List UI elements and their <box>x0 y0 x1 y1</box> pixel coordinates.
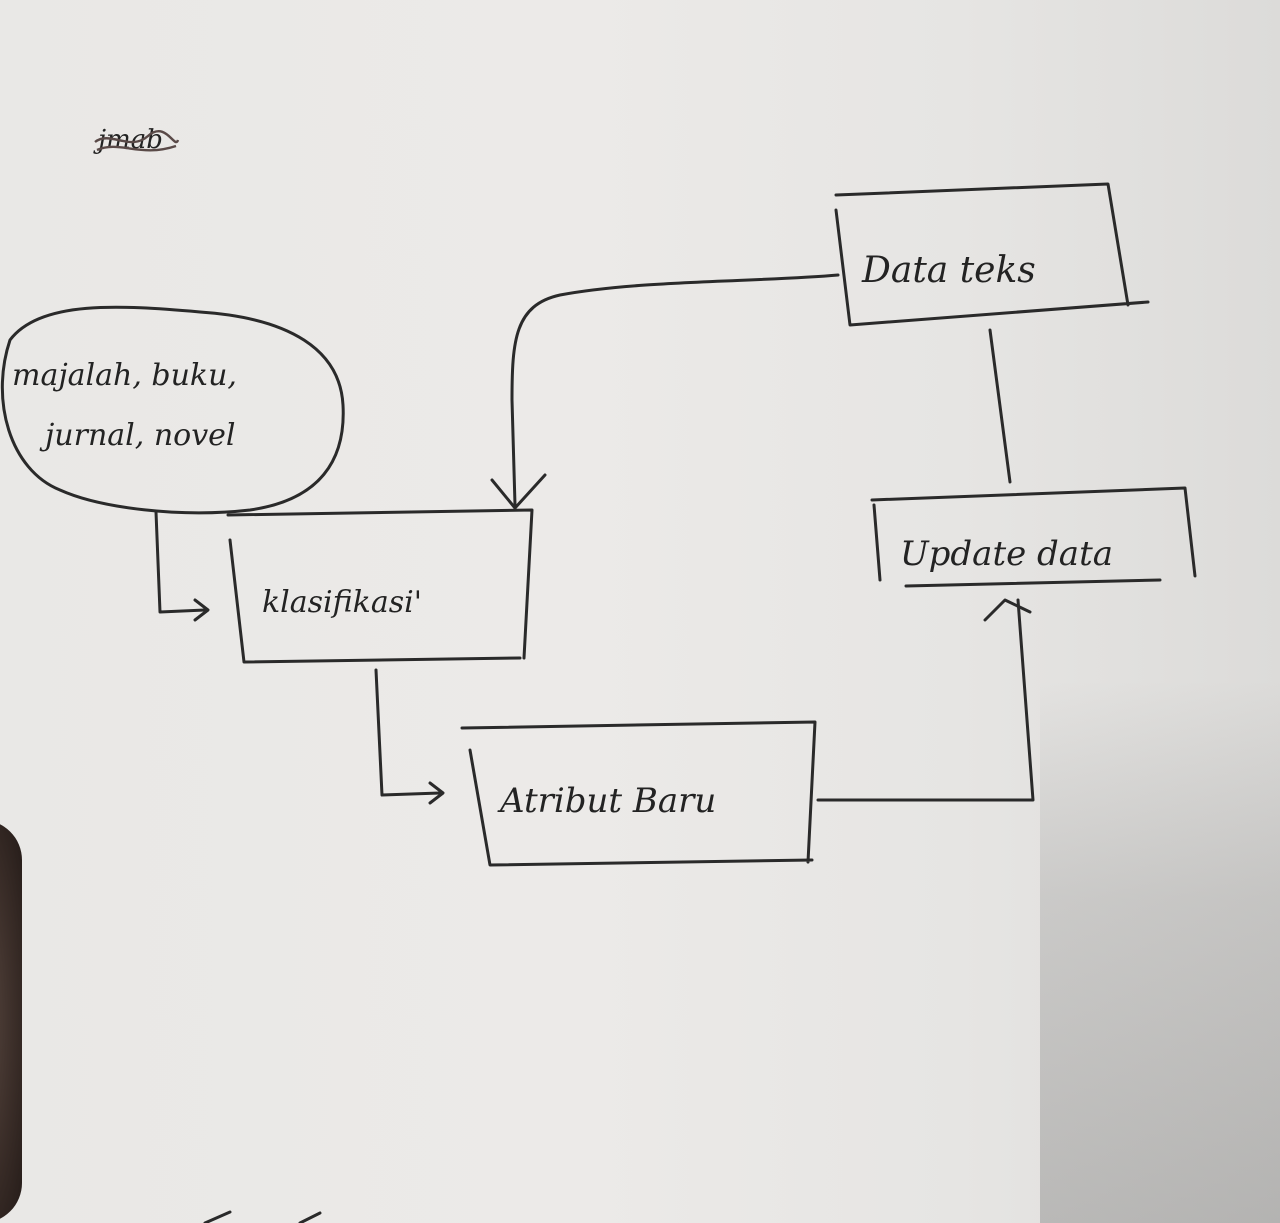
arrow-atribut-to-update <box>816 598 1035 802</box>
connector-line <box>988 328 1012 484</box>
arrow-klasifikasi-to-atribut <box>374 668 445 805</box>
data-teks-box <box>834 182 1150 327</box>
klasifikasi-label: klasifikasi' <box>262 585 422 620</box>
arrow-head <box>983 598 1032 622</box>
arrow-line <box>816 598 1035 802</box>
atribut-baru-box <box>460 720 817 867</box>
paper-shadow <box>1040 680 1280 1223</box>
arrow-head <box>193 598 210 622</box>
arrow-line <box>510 273 840 507</box>
source-label-line1: majalah, buku, <box>12 358 237 393</box>
node-source: majalah, buku, jurnal, novel <box>0 305 345 515</box>
arrow-head <box>428 781 445 805</box>
data-teks-label: Data teks <box>861 250 1036 291</box>
scribble-strike <box>94 130 180 152</box>
source-ellipse <box>0 305 345 515</box>
node-atribut-baru: Atribut Baru <box>460 720 817 867</box>
finger-edge <box>0 820 22 1223</box>
arrow-head <box>490 473 547 510</box>
scribbled-label: jmab <box>93 125 180 155</box>
klasifikasi-box <box>226 508 534 664</box>
atribut-baru-label: Atribut Baru <box>497 781 716 821</box>
line-update-to-data-teks <box>988 328 1012 484</box>
node-update-data: Update data <box>870 486 1197 588</box>
update-data-box <box>870 486 1197 588</box>
source-label-line2: jurnal, novel <box>39 418 236 453</box>
update-data-label: Update data <box>900 534 1113 574</box>
node-klasifikasi: klasifikasi' <box>226 508 534 664</box>
edge-strokes <box>203 1210 322 1223</box>
node-data-teks: Data teks <box>834 182 1150 327</box>
arrow-line <box>374 668 442 797</box>
arrow-source-to-klasifikasi <box>154 510 210 622</box>
arrow-line <box>154 510 207 614</box>
arrow-data-teks-to-klasifikasi <box>490 273 840 510</box>
bottom-edge-marks <box>203 1210 322 1223</box>
